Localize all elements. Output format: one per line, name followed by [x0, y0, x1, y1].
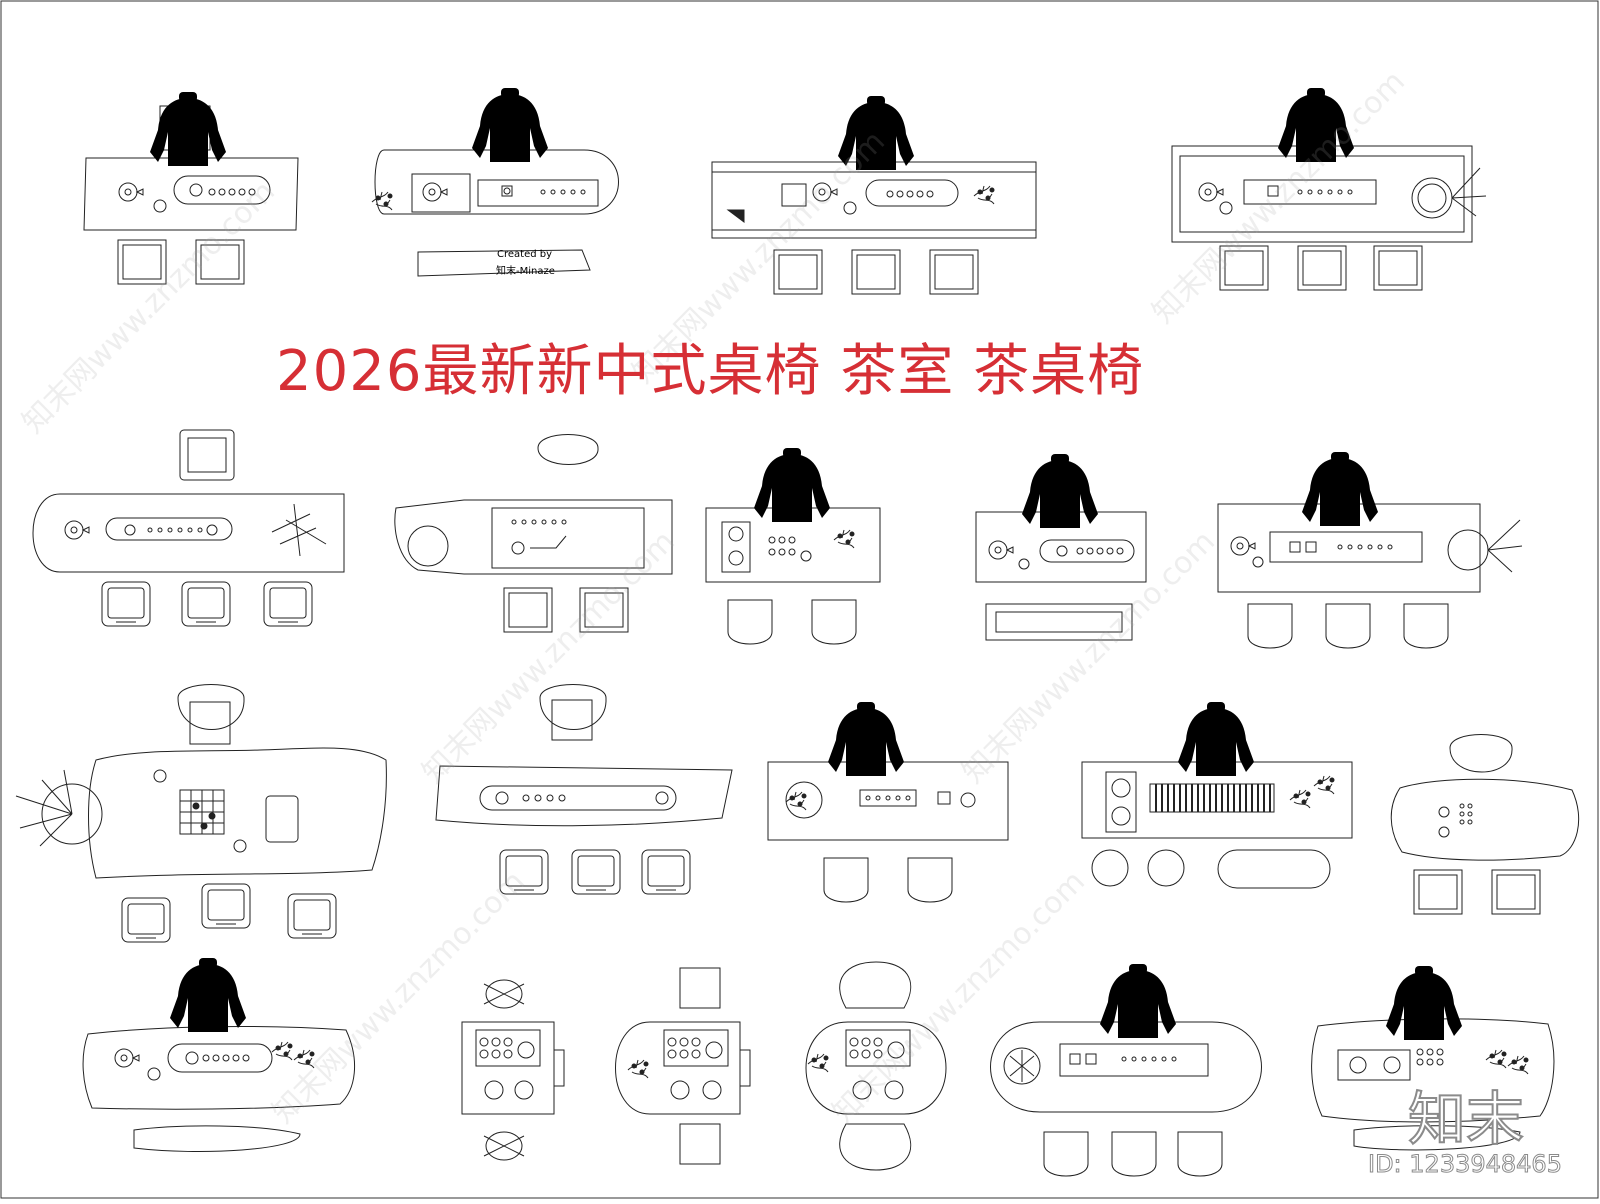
- brand-logo-text: 知末: [1407, 1084, 1525, 1154]
- credit-line-1: Created by: [497, 249, 553, 260]
- tea-set-8: [975, 453, 1147, 641]
- credit-line-2: 知末-Minaze: [496, 266, 555, 277]
- sheet-title: 2026最新新中式桌椅 茶室 茶桌椅: [276, 339, 1145, 404]
- tea-set-4: [1171, 87, 1487, 291]
- tea-set-11: [435, 684, 733, 895]
- image-id-label: ID: 1233948465: [1368, 1150, 1563, 1179]
- tea-set-1: [83, 91, 299, 285]
- tea-set-15: [82, 957, 356, 1153]
- tea-set-13: [1081, 701, 1353, 889]
- tea-set-7: [705, 447, 881, 645]
- tea-set-3: [711, 95, 1037, 295]
- tea-set-14: [1390, 734, 1580, 915]
- tea-set-20: [1311, 965, 1555, 1151]
- tea-set-12: [767, 701, 1009, 903]
- tea-set-16: [461, 979, 565, 1161]
- tea-set-19: [990, 963, 1262, 1177]
- tea-set-17: [615, 967, 751, 1165]
- tea-set-18: [805, 961, 947, 1171]
- tea-set-6: [394, 434, 673, 633]
- tea-set-2: [371, 87, 619, 277]
- tea-set-5: [32, 429, 345, 627]
- tea-set-10: [15, 684, 387, 943]
- tea-set-9: [1217, 451, 1523, 649]
